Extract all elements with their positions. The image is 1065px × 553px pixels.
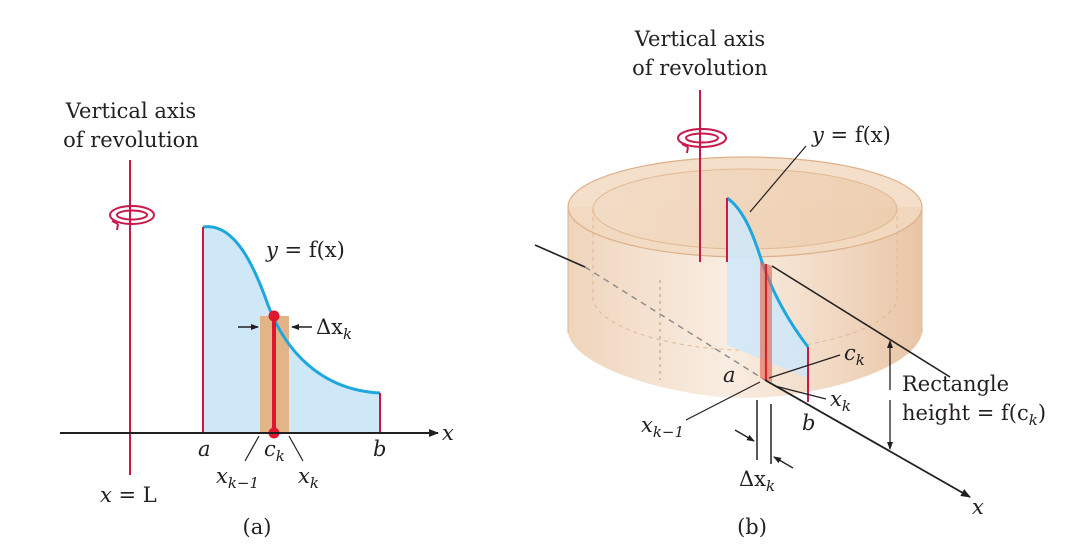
curve-label-b: y = f(x) [811, 123, 891, 147]
label-b-b: b [802, 411, 815, 435]
curve-f [202, 225, 381, 395]
label-x-equals-L: x = L [100, 483, 157, 507]
leader-xk1-b [685, 381, 761, 421]
leader-xk [288, 435, 304, 462]
curve-label: y = f(x) [265, 238, 345, 262]
label-xk-b: xk [830, 387, 851, 415]
axis-title-line1: Vertical axis [65, 99, 196, 123]
leader-xk1 [244, 435, 260, 462]
label-a: a [198, 437, 211, 461]
delta-x-label: Δxk [316, 315, 352, 343]
label-a-b: a [723, 363, 736, 387]
label-b: b [373, 437, 386, 461]
label-ck: ck [264, 437, 285, 465]
axis-title-line2: of revolution [63, 128, 199, 152]
label-xk1-b: xk−1 [641, 413, 684, 441]
caption-a: (a) [243, 515, 272, 539]
leader-ck-b [768, 354, 841, 379]
leader-curve-b [749, 145, 807, 213]
x-axis-b [764, 379, 971, 498]
rect-label-line1: Rectangle [902, 372, 1009, 396]
rect-label-line2: height = f(ck) [902, 401, 1046, 429]
axis-title-b-line2: of revolution [632, 56, 768, 80]
delta-arrow-right-b [773, 456, 794, 469]
x-axis-label-b: x [972, 495, 984, 519]
panel-a: Vertical axis of revolution y = f(x) Δxk… [60, 99, 454, 539]
rotation-arrow-icon [109, 205, 155, 231]
caption-b: (b) [737, 515, 767, 539]
point-f-ck [268, 310, 280, 322]
leader-xk-b [774, 385, 827, 400]
axis-title-b-line1: Vertical axis [634, 27, 765, 51]
height-guide-top [771, 265, 951, 378]
hidden-axis-line [584, 266, 766, 381]
delta-arrow-left-b [734, 429, 755, 442]
panel-b: Vertical axis of revolution y = f(x) ck … [534, 27, 1046, 539]
axis-back-segment [534, 244, 586, 268]
x-axis-label: x [442, 421, 454, 445]
region-under-curve [203, 226, 380, 433]
curve-f-b [726, 196, 810, 348]
label-xk: xk [298, 464, 319, 492]
rotation-arrow-icon-b [677, 128, 727, 154]
label-xk1: xk−1 [216, 464, 259, 492]
delta-x-label-b: Δxk [739, 467, 775, 495]
label-ck-b: ck [844, 341, 865, 369]
